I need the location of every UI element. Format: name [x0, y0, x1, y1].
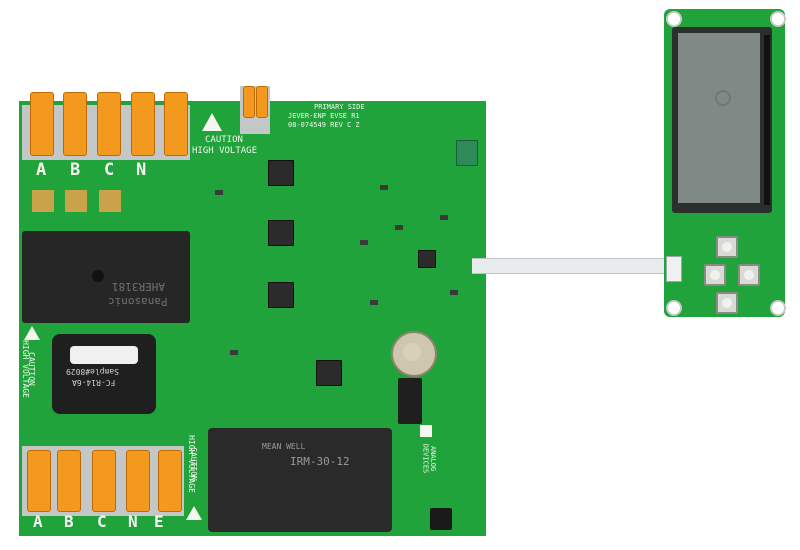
relay	[22, 231, 190, 323]
bottom-terminal-lever-1[interactable]	[27, 450, 51, 512]
caution-text-top-2: HIGH VOLTAGE	[192, 146, 258, 156]
ribbon-connector	[666, 256, 682, 282]
power-symbol-icon	[715, 90, 731, 106]
upper-connector-lever-1[interactable]	[243, 86, 255, 118]
terminal-label-e-bottom: E	[154, 512, 164, 531]
warning-triangle-icon	[24, 326, 40, 340]
board-title-line-1: PRIMARY SIDE	[314, 103, 365, 111]
smd-component	[440, 215, 448, 220]
terminal-label-b-bottom: B	[64, 512, 74, 531]
button-left[interactable]	[704, 264, 726, 286]
terminal-label-c-top: C	[104, 160, 115, 180]
ct-label-1: FC-R14-6A	[72, 378, 116, 387]
ic-chip	[268, 220, 294, 246]
caution-text-bottom-2: HIGH VOLTAGE	[186, 435, 196, 493]
relay-hole	[92, 270, 104, 282]
terminal-label-a-top: A	[36, 160, 47, 180]
terminal-label-a-bottom: A	[33, 512, 43, 531]
bottom-terminal-lever-2[interactable]	[57, 450, 81, 512]
ic-chip	[268, 160, 294, 186]
pin-header	[398, 378, 422, 424]
caution-text-left-2: HIGH VOLTAGE	[20, 340, 30, 398]
top-terminal-lever-1[interactable]	[30, 92, 54, 156]
board-title-line-3: 08-074549 REV C Z	[288, 121, 360, 129]
coin-cell-battery	[391, 331, 437, 377]
terminal-label-c-bottom: C	[97, 512, 107, 531]
coin-cell-center	[403, 343, 421, 361]
dc-jack	[430, 508, 452, 530]
mounting-hole	[770, 300, 786, 316]
smd-component	[380, 185, 388, 190]
lcd-glass	[678, 33, 760, 203]
bottom-terminal-lever-4[interactable]	[126, 450, 150, 512]
relay-model: AHER3181	[112, 280, 165, 293]
board-title-line-2: JEVER-ENP EVSE R1	[288, 112, 360, 120]
smd-component	[360, 240, 368, 245]
ct-window	[70, 346, 138, 364]
smd-component	[215, 190, 223, 195]
bottom-terminal-lever-5[interactable]	[158, 450, 182, 512]
warning-triangle-icon	[202, 113, 222, 131]
top-terminal-lever-2[interactable]	[63, 92, 87, 156]
smd-component	[395, 225, 403, 230]
smd-component	[370, 300, 378, 305]
psu-brand: MEAN WELL	[262, 442, 306, 451]
bottom-terminal-lever-3[interactable]	[92, 450, 116, 512]
mounting-hole	[666, 300, 682, 316]
smd-component	[450, 290, 458, 295]
ct-label-2: Sample#8029	[66, 367, 119, 376]
psu-model: IRM-30-12	[290, 455, 350, 468]
brand-text-1: ANALOG	[429, 445, 438, 472]
ribbon-cable	[472, 258, 672, 274]
ic-chip	[316, 360, 342, 386]
terminal-label-b-top: B	[70, 160, 81, 180]
ic-chip	[268, 282, 294, 308]
caution-text-top-1: CAUTION	[205, 135, 243, 145]
button-top[interactable]	[716, 236, 738, 258]
terminal-label-n-top: N	[136, 160, 147, 180]
mounting-hole	[770, 11, 786, 27]
brand-text-2: DEVICES	[421, 443, 430, 474]
solder-pad	[99, 190, 121, 212]
solder-pad	[32, 190, 54, 212]
smd-component	[230, 350, 238, 355]
warning-triangle-icon	[186, 506, 202, 520]
mounting-hole	[666, 11, 682, 27]
top-terminal-lever-5[interactable]	[164, 92, 188, 156]
green-header-connector	[456, 140, 478, 166]
power-supply-module	[208, 428, 392, 532]
ic-chip	[418, 250, 436, 268]
upper-connector-lever-2[interactable]	[256, 86, 268, 118]
button-right[interactable]	[738, 264, 760, 286]
analog-devices-logo-icon	[420, 425, 432, 437]
top-terminal-lever-4[interactable]	[131, 92, 155, 156]
terminal-label-n-bottom: N	[128, 512, 138, 531]
top-terminal-lever-3[interactable]	[97, 92, 121, 156]
lcd-connector-strip	[764, 35, 770, 205]
relay-brand: Panasonic	[108, 295, 168, 308]
solder-pad	[65, 190, 87, 212]
button-bottom[interactable]	[716, 292, 738, 314]
